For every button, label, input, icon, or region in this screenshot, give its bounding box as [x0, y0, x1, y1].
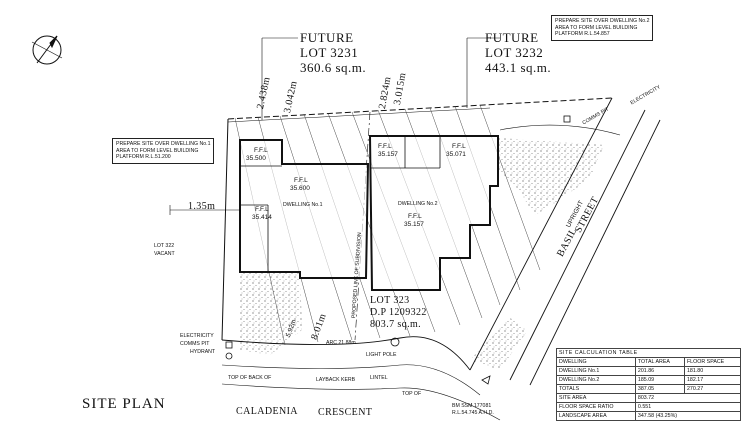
- table-row: TOTALS 387.05 270.27: [556, 384, 742, 394]
- calc-header: FLOOR SPACE: [683, 357, 742, 367]
- right-boundary: [469, 97, 661, 386]
- pit-markers-icon: [225, 115, 571, 385]
- street-crescent: CRESCENT: [318, 407, 373, 418]
- ffl-b-value: 35.600: [290, 185, 310, 192]
- page-title: SITE PLAN: [82, 396, 166, 412]
- ffl-e-label: F.F.L: [452, 143, 466, 150]
- calc-header: DWELLING: [556, 357, 636, 367]
- lot-323-dp: D.P 1209322: [370, 307, 427, 318]
- calc-cell: 270.27: [683, 384, 742, 394]
- dwelling-1-outline: [239, 139, 370, 279]
- table-row: DWELLING No.1 201.86 181.80: [556, 366, 742, 376]
- table-row: SITE AREA 803.72: [556, 393, 742, 403]
- street-caladenia: CALADENIA: [236, 406, 298, 417]
- calc-cell: 182.17: [683, 375, 742, 385]
- north-arrow-icon: [31, 35, 63, 65]
- ffl-a-label: F.F.L: [254, 147, 268, 154]
- top-of-label: TOP OF: [402, 391, 422, 397]
- layback-kerb-label: LAYBACK KERB: [316, 377, 356, 383]
- electricity-label: ELECTRICITY: [180, 333, 214, 339]
- front-boundary: [221, 336, 501, 421]
- ffl-e-value: 35.071: [446, 151, 466, 158]
- calc-header: TOTAL AREA: [634, 357, 685, 367]
- calc-cell: FLOOR SPACE RATIO: [556, 402, 636, 412]
- calc-cell: SITE AREA: [556, 393, 636, 403]
- calc-cell: 201.86: [634, 366, 685, 376]
- calc-cell: 185.09: [634, 375, 685, 385]
- future-lot-2-area: 443.1 sq.m.: [485, 60, 552, 75]
- calc-cell: 387.05: [634, 384, 685, 394]
- table-row: LANDSCAPE AREA 347.58 (43.25%): [556, 411, 742, 421]
- dwelling-2-outline: [368, 135, 499, 291]
- calc-cell: 347.58 (43.25%): [634, 411, 742, 421]
- hydrant-label: HYDRANT: [190, 349, 216, 355]
- dimension-leaders: [169, 37, 500, 215]
- calc-cell: DWELLING No.2: [556, 375, 636, 385]
- top-of-back-of-label: TOP OF BACK OF: [228, 375, 272, 381]
- ffl-d-label: F.F.L: [378, 143, 392, 150]
- ffl-a-value: 35.500: [246, 155, 266, 162]
- future-lot-1-label: FUTURE: [300, 30, 354, 45]
- lot-323-number: LOT 323: [370, 295, 410, 306]
- calc-cell: 803.72: [634, 393, 742, 403]
- dwelling-1-label: DWELLING No.1: [283, 202, 323, 208]
- dim-left-setback: 1.35m: [188, 201, 216, 212]
- landscape-hatching: [240, 138, 604, 370]
- ffl-b-label: F.F.L: [294, 177, 308, 184]
- comms-pit-label: COMMS PIT: [180, 341, 210, 347]
- lot-323-area: 803.7 sq.m.: [370, 319, 422, 330]
- future-lot-2-label: FUTURE: [485, 30, 539, 45]
- ffl-c-value: 35.414: [252, 214, 272, 221]
- ffl-f-label: F.F.L: [408, 213, 422, 220]
- lot-322-number: LOT 322: [154, 243, 175, 249]
- site-calculation-table: SITE CALCULATION TABLE DWELLING TOTAL AR…: [556, 348, 742, 421]
- bm-label: BM SSM 177081 R.L.54.745 A.H.D.: [452, 403, 494, 416]
- calc-cell: TOTALS: [556, 384, 636, 394]
- rear-boundary: [227, 97, 613, 123]
- lintel-label: LINTEL: [370, 375, 388, 381]
- left-boundary: [221, 118, 229, 341]
- note-dwelling-1: PREPARE SITE OVER DWELLING No.1 AREA TO …: [112, 138, 215, 164]
- dwelling-2-label: DWELLING No.2: [398, 201, 438, 207]
- light-pole-label: LIGHT POLE: [366, 352, 397, 358]
- calc-cell: DWELLING No.1: [556, 366, 636, 376]
- future-lot-1-number: LOT 3231: [300, 45, 359, 60]
- ffl-c-label: F.F.L: [255, 206, 269, 213]
- lot-322-status: VACANT: [154, 251, 175, 257]
- note-dwelling-2: PREPARE SITE OVER DWELLING No.2 AREA TO …: [551, 15, 654, 41]
- future-lot-2-number: LOT 3232: [485, 45, 544, 60]
- ffl-d-value: 35.157: [378, 151, 398, 158]
- table-row: DWELLING No.2 185.09 182.17: [556, 375, 742, 385]
- calc-table-title: SITE CALCULATION TABLE: [556, 348, 741, 358]
- table-row: FLOOR SPACE RATIO 0.551: [556, 402, 742, 412]
- calc-cell: 0.551: [634, 402, 742, 412]
- calc-cell: 181.80: [683, 366, 742, 376]
- ffl-f-value: 35.157: [404, 221, 424, 228]
- dim-arc: ARC 21.88m: [326, 340, 356, 346]
- calc-cell: LANDSCAPE AREA: [556, 411, 636, 421]
- future-lot-1-area: 360.6 sq.m.: [300, 60, 367, 75]
